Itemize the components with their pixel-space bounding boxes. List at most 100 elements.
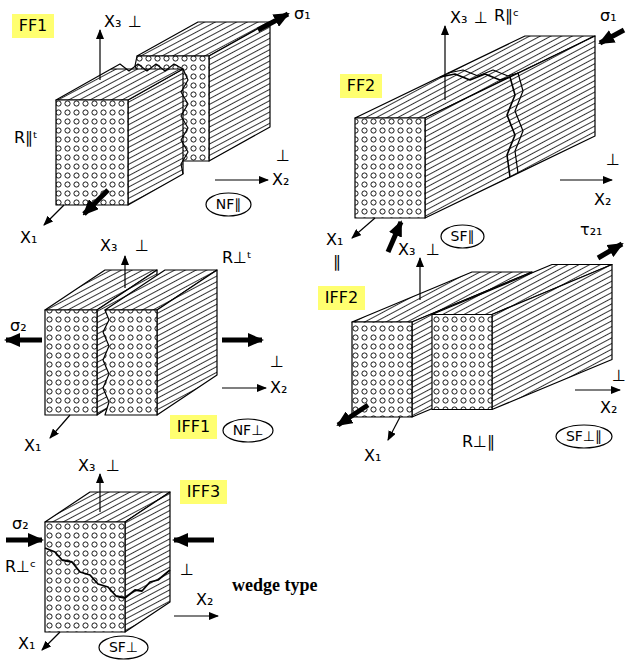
failure-type-label: FF1 (18, 16, 48, 35)
kink-band (507, 77, 515, 177)
load-arrow (6, 338, 42, 343)
side-face (157, 270, 217, 415)
direction-symbol: ⊥ (135, 236, 149, 255)
failure-type-box: FF2 (340, 74, 382, 98)
axis-label: X₃ (104, 12, 121, 31)
axis-label: X₃ (398, 240, 415, 259)
axis-label: X₂ (272, 170, 289, 189)
axis-arrow (99, 30, 100, 80)
load-label: σ₁ (600, 6, 617, 25)
front-face (56, 100, 128, 205)
axis-label: X₃ (100, 236, 117, 255)
axis-label: X₃ (78, 456, 95, 475)
axis-arrow (42, 632, 60, 650)
fracture-mode-label: SF⊥ (108, 639, 139, 656)
axis-arrow (124, 256, 125, 288)
circle-outline (206, 193, 251, 216)
circle-outline (441, 225, 484, 248)
fracture-mode-circle: SF⊥∥ (555, 424, 613, 449)
kink-band (448, 70, 518, 76)
load-arrow (338, 405, 368, 425)
axis-label: X₂ (600, 398, 617, 417)
circle-outline (223, 419, 273, 442)
direction-symbol: ⊥ (426, 240, 440, 259)
iff1-specimen (45, 270, 217, 415)
axis-arrow (575, 389, 620, 390)
axis-arrow (560, 179, 612, 180)
direction-symbol: ⊥ (276, 146, 290, 165)
load-arrow (600, 30, 624, 43)
top-face (56, 69, 183, 100)
fracture-edge (181, 69, 188, 174)
fracture-mode-circle: NF∥ (205, 192, 252, 217)
failure-type-label: FF2 (346, 76, 376, 95)
load-arrow (258, 14, 288, 30)
failure-type-label: IFF2 (324, 288, 359, 307)
failure-type-box: IFF1 (170, 415, 217, 439)
failure-type-label: IFF1 (176, 417, 211, 436)
axis-arrow (50, 415, 70, 438)
fracture-mode-label: SF∥ (450, 228, 475, 245)
axis-label: X₁ (20, 228, 37, 247)
iff3-specimen (45, 492, 170, 632)
axis-arrow (444, 26, 445, 100)
load-arrow (6, 538, 42, 543)
load-label: σ₂ (12, 514, 29, 533)
front-face (352, 322, 412, 417)
axis-arrow (352, 218, 375, 238)
fracture-mode-circle: SF⊥ (98, 635, 149, 660)
note-text: wedge type (232, 575, 317, 597)
front-face (45, 310, 97, 415)
fracture-mode-label: SF⊥∥ (565, 428, 603, 445)
ff1-specimen (56, 22, 270, 205)
circle-outline (556, 425, 612, 448)
strength-label: R⊥ᶜ (5, 557, 36, 576)
fracture-mode-label: NF⊥ (232, 422, 264, 439)
load-label: σ₂ (10, 316, 27, 335)
load-label: σ₁ (294, 4, 311, 23)
strength-label: R⊥ᵗ (222, 248, 252, 267)
front-face (103, 310, 157, 415)
axis-label: X₂ (594, 190, 611, 209)
kink-band (515, 73, 523, 173)
axis-label: X₁ (326, 230, 343, 249)
direction-symbol: ∥ (333, 252, 341, 271)
axis-label: X₁ (364, 446, 381, 465)
front-face (355, 118, 425, 218)
ff2-specimen (355, 36, 595, 218)
axis-arrow (174, 615, 218, 616)
failure-type-box: IFF3 (180, 480, 227, 504)
axis-arrow (419, 258, 420, 300)
direction-symbol: ⊥ (106, 456, 120, 475)
fracture-edge (111, 64, 183, 71)
axis-arrow (44, 205, 64, 225)
load-arrow (84, 190, 108, 214)
iff2-specimen (352, 265, 612, 418)
axis-arrow (215, 179, 268, 180)
strength-label: R⊥∥ (462, 432, 495, 451)
direction-symbol: ⊥ (612, 366, 626, 385)
load-arrow (222, 338, 262, 343)
fracture-mode-circle: NF⊥ (222, 418, 274, 443)
side-face (492, 265, 612, 410)
fracture-mode-label: NF∥ (215, 196, 242, 213)
axis-label: X₁ (24, 436, 41, 455)
direction-symbol: ⊥ (180, 560, 194, 579)
load-label: τ₂₁ (580, 220, 602, 239)
strength-label: R∥ᵗ (14, 128, 38, 147)
side-face (209, 22, 270, 161)
axis-label: X₂ (270, 378, 287, 397)
front-face (432, 315, 492, 410)
direction-symbol: ⊥ (474, 8, 488, 27)
failure-type-box: IFF2 (318, 286, 365, 310)
direction-symbol: ⊥ (606, 150, 620, 169)
fracture-mode-circle: SF∥ (440, 224, 485, 249)
axis-arrow (388, 417, 400, 440)
axis-label: X₃ (450, 8, 467, 27)
axis-arrow (222, 387, 266, 388)
side-face (425, 36, 595, 218)
load-arrow (174, 538, 214, 543)
direction-symbol: ⊥ (128, 12, 142, 31)
